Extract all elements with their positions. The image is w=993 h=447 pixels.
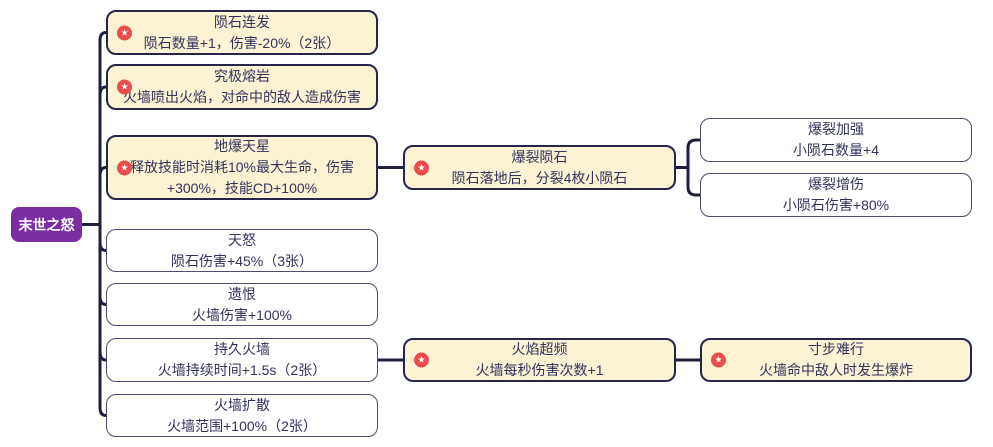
node-desc: 陨石伤害+45%（3张） [171,252,313,269]
node-text: 遗恨 火墙伤害+100% [119,284,365,326]
node-title: 寸步难行 [808,341,864,357]
star-icon: ★ [711,352,726,368]
node-lingering-regret[interactable]: 遗恨 火墙伤害+100% [106,283,378,326]
node-text: 寸步难行 火墙命中敌人时发生爆炸 [714,339,958,381]
node-desc: 火墙喷出火焰，对命中的敌人造成伤害 [123,89,361,105]
connector-root-to-firewall-spread [98,223,108,417]
connector-root-to-ultimate-lava [98,85,108,226]
star-icon: ★ [414,352,429,368]
node-desc: 火墙伤害+100% [192,306,292,323]
star-icon: ★ [117,160,132,175]
node-text: 天怒 陨石伤害+45%（3张） [119,230,365,272]
node-text: 地爆天星 释放技能时消耗10%最大生命，伤害+300%，技能CD+100% [120,136,364,199]
node-title: 地爆天星 [214,138,270,154]
node-desc: 陨石落地后，分裂4枚小陨石 [451,169,628,186]
node-lasting-firewall[interactable]: 持久火墙 火墙持续时间+1.5s（2张） [106,338,378,382]
node-title: 天怒 [228,231,256,248]
node-burst-enhance[interactable]: 爆裂加强 小陨石数量+4 [700,118,972,162]
node-text: 火焰超频 火墙每秒伤害次数+1 [417,339,662,381]
node-no-escape[interactable]: ★ 寸步难行 火墙命中敌人时发生爆炸 [700,338,972,382]
connector-root-to-meteor-volley [98,31,108,226]
node-text: 究极熔岩 火墙喷出火焰，对命中的敌人造成伤害 [120,66,364,108]
node-desc: 火墙每秒伤害次数+1 [475,362,604,378]
root-node-label: 末世之怒 [18,216,75,233]
node-title: 爆裂增伤 [808,176,864,192]
node-bursting-meteor[interactable]: ★ 爆裂陨石 陨石落地后，分裂4枚小陨石 [403,145,676,190]
node-ultimate-lava[interactable]: ★ 究极熔岩 火墙喷出火焰，对命中的敌人造成伤害 [106,64,378,110]
node-text: 爆裂陨石 陨石落地后，分裂4枚小陨石 [417,147,662,189]
connector-fork-to-burst-damage [686,166,702,197]
node-title: 火焰超频 [511,341,568,357]
node-flame-overclock[interactable]: ★ 火焰超频 火墙每秒伤害次数+1 [403,338,676,382]
node-firewall-spread[interactable]: 火墙扩散 火墙范围+100%（2张） [106,394,378,437]
star-icon: ★ [414,160,429,175]
node-text: 火墙扩散 火墙范围+100%（2张） [119,395,365,437]
connector-root-to-earth-blast-star [98,166,108,226]
node-desc: 陨石数量+1，伤害-20%（2张） [143,34,341,51]
node-desc: 火墙持续时间+1.5s（2张） [157,362,327,378]
node-desc: 火墙范围+100%（2张） [167,417,317,434]
node-title: 爆裂陨石 [511,148,568,165]
node-text: 爆裂加强 小陨石数量+4 [713,119,959,161]
node-title: 遗恨 [228,285,256,302]
node-burst-damage[interactable]: 爆裂增伤 小陨石伤害+80% [700,173,972,217]
star-icon: ★ [117,79,132,95]
node-meteor-volley[interactable]: ★ 陨石连发 陨石数量+1，伤害-20%（2张） [106,10,378,55]
node-desc: 释放技能时消耗10%最大生命，伤害+300%，技能CD+100% [129,159,355,196]
node-title: 陨石连发 [214,13,270,30]
node-desc: 小陨石伤害+80% [782,197,890,213]
node-earth-blast-star[interactable]: ★ 地爆天星 释放技能时消耗10%最大生命，伤害+300%，技能CD+100% [106,135,378,200]
node-text: 持久火墙 火墙持续时间+1.5s（2张） [119,339,365,381]
node-text: 陨石连发 陨石数量+1，伤害-20%（2张） [120,12,364,54]
root-node-apocalypse-wrath[interactable]: 末世之怒 [11,207,82,242]
connector-fork-to-burst-enhance [686,138,702,169]
node-sky-wrath[interactable]: 天怒 陨石伤害+45%（3张） [106,229,378,272]
node-title: 火墙扩散 [214,396,270,413]
node-title: 持久火墙 [214,341,270,357]
node-desc: 小陨石数量+4 [793,142,879,158]
node-desc: 火墙命中敌人时发生爆炸 [759,362,913,378]
node-title: 爆裂加强 [808,121,864,137]
star-icon: ★ [117,25,132,40]
node-text: 爆裂增伤 小陨石伤害+80% [713,174,959,216]
node-title: 究极熔岩 [214,68,270,84]
